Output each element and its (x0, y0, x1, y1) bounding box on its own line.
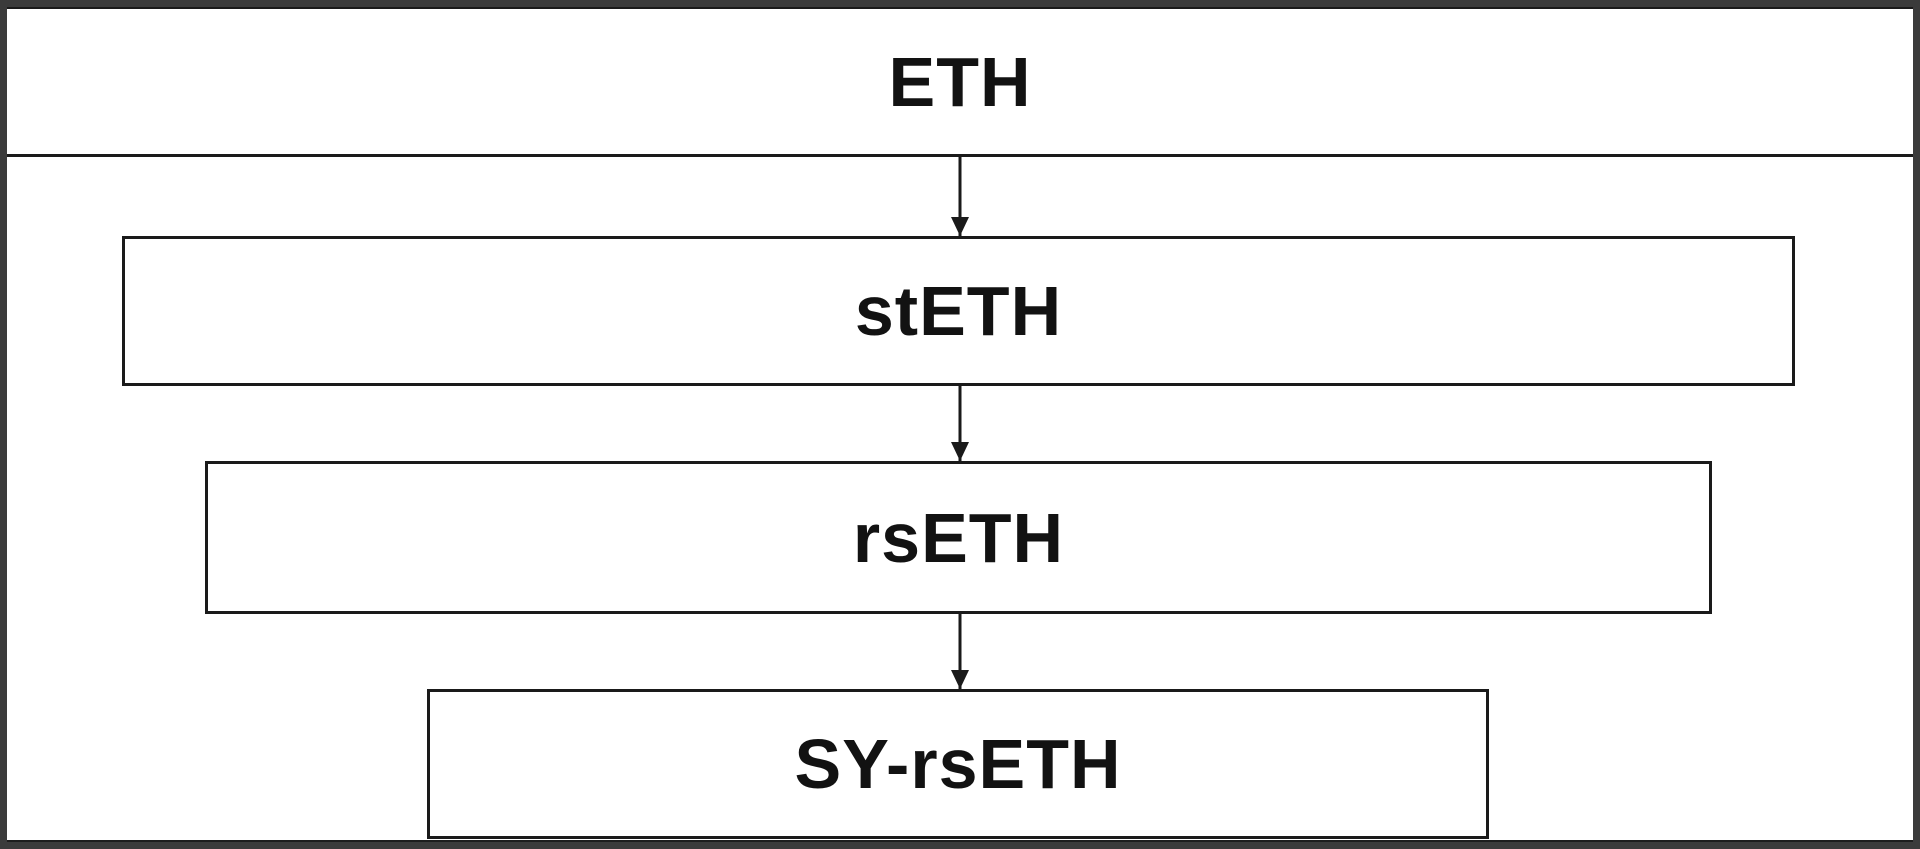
node-sy-rseth: SY-rsETH (427, 689, 1489, 839)
arrow-shaft (958, 386, 962, 461)
arrow-down-icon (948, 614, 972, 689)
arrow-shaft (958, 157, 962, 236)
arrow-down-icon (948, 386, 972, 461)
node-rseth-label: rsETH (852, 498, 1065, 577)
node-steth-label: stETH (854, 272, 1063, 350)
arrowhead-icon (951, 670, 969, 689)
node-steth: stETH (122, 236, 1795, 386)
arrow-shaft (958, 614, 962, 689)
arrow-down-icon (948, 157, 972, 236)
node-sy-rseth-label: SY-rsETH (794, 725, 1122, 803)
arrowhead-icon (951, 217, 969, 236)
node-eth-label: ETH (888, 42, 1032, 121)
arrowhead-icon (951, 442, 969, 461)
node-rseth: rsETH (205, 461, 1712, 614)
node-eth: ETH (7, 7, 1913, 157)
